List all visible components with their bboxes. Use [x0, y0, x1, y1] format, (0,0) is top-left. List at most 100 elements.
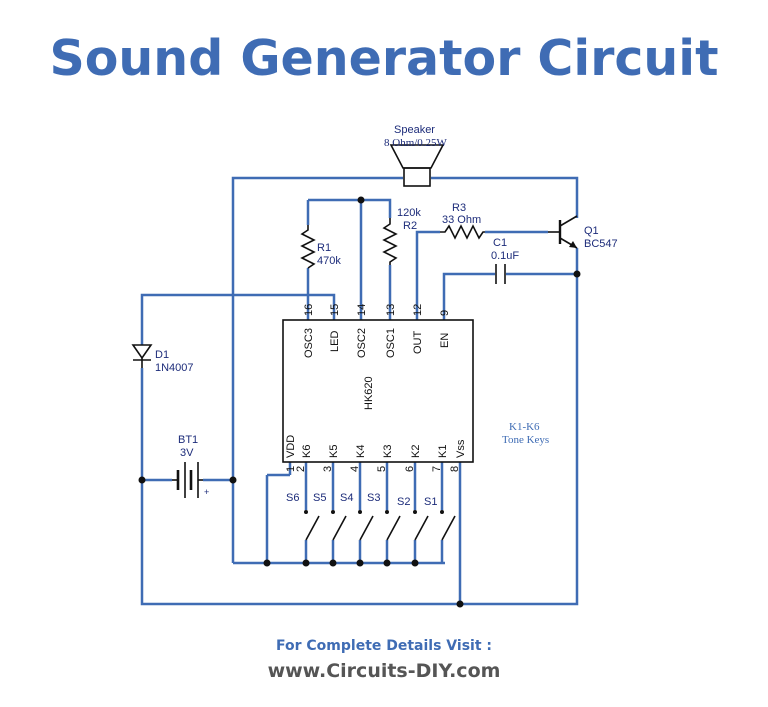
switch-s6 — [304, 510, 320, 541]
switch-lever — [359, 515, 374, 541]
ic-pin-num: 7 — [431, 466, 443, 472]
switch-lever — [332, 515, 347, 541]
bt1-battery — [172, 462, 203, 498]
page-title: Sound Generator Circuit — [49, 30, 719, 87]
junction-dot — [138, 476, 146, 484]
speaker-name: Speaker — [394, 124, 435, 136]
ic-pin-label: VDD — [285, 435, 297, 458]
wire-left-vdd-to-speaker — [231, 176, 403, 563]
junction-dot — [302, 559, 310, 567]
ic-pin-label: K6 — [301, 445, 313, 458]
switch-label-s4: S4 — [340, 492, 353, 504]
switch-label-s3: S3 — [367, 492, 380, 504]
r3-value: 33 Ohm — [442, 214, 481, 226]
q1-transistor — [548, 215, 578, 249]
ic-pin-label: K4 — [355, 445, 367, 458]
ic-pin-num: 9 — [439, 310, 451, 316]
ic-pin-label: K2 — [410, 445, 422, 458]
ic-pin-label: OUT — [412, 331, 424, 355]
footer-visit-text: For Complete Details Visit : — [276, 638, 492, 654]
d1-value: 1N4007 — [155, 362, 194, 374]
wire-emitter-ground-loop — [140, 248, 579, 606]
switch-label-s6: S6 — [286, 492, 299, 504]
c1-name: C1 — [493, 237, 507, 249]
ic-pin-num: 8 — [449, 466, 461, 472]
wires — [140, 176, 579, 606]
wire-en-to-c1 — [442, 272, 495, 320]
c1-value: 0.1uF — [491, 250, 519, 262]
junction-dot — [383, 559, 391, 567]
switch-s3 — [385, 510, 401, 541]
wire-led-to-d1 — [140, 293, 336, 345]
switch-s1 — [440, 510, 456, 541]
ic-pin-num: 1 — [285, 466, 297, 472]
bt1-plus-sign: + — [204, 487, 209, 497]
wire-r1-r2-top — [308, 198, 392, 218]
junction-dot — [456, 600, 464, 608]
speaker-rating: 8 Ohm/0.25W — [384, 137, 448, 149]
junction-dot — [263, 559, 271, 567]
switch-lever — [414, 515, 429, 541]
bt1-value: 3V — [180, 447, 194, 459]
switch-label-s2: S2 — [397, 496, 410, 508]
ic-pin-num: 13 — [385, 304, 397, 316]
r1-resistor — [300, 225, 316, 269]
ic-pin-num: 2 — [295, 466, 307, 472]
ic-pin-label: K3 — [382, 445, 394, 458]
junction-dot — [356, 559, 364, 567]
ic-top-pins: 16 OSC3 15 LED 14 OSC2 13 OSC1 12 OUT 9 … — [303, 304, 451, 358]
switch-label-s1: S1 — [424, 496, 437, 508]
r2-resistor — [382, 218, 398, 265]
ic-pin-label: K5 — [328, 445, 340, 458]
ic-pin-label: OSC3 — [303, 328, 315, 358]
wire-out-to-r3 — [415, 230, 440, 320]
ic-pin-label: EN — [439, 333, 451, 348]
switch-label-s5: S5 — [313, 492, 326, 504]
switch-lever — [441, 515, 456, 541]
r3-name: R3 — [452, 202, 466, 214]
ic-bottom-pins: VDD 1 K6 2 K5 3 K4 4 K3 5 K2 6 K1 7 Vss … — [285, 435, 467, 472]
junction-dot — [411, 559, 419, 567]
switch-s4 — [358, 510, 374, 541]
switch-s2 — [413, 510, 429, 541]
speaker-body — [403, 167, 431, 187]
ic-pin-num: 15 — [329, 304, 341, 316]
d1-name: D1 — [155, 349, 169, 361]
tone-key-switches — [304, 510, 456, 541]
ic-pin-label: K1 — [437, 445, 449, 458]
speaker-cone — [389, 144, 445, 169]
ic-body — [282, 319, 474, 463]
footer-website-link[interactable]: www.Circuits-DIY.com — [267, 660, 501, 682]
tone-keys-note-line2: Tone Keys — [502, 434, 549, 446]
switch-lever — [386, 515, 401, 541]
ic-pin-num: 12 — [412, 304, 424, 316]
ic-pin-label: Vss — [455, 439, 467, 458]
r1-value: 470k — [317, 255, 341, 267]
ic-pin-label: LED — [329, 331, 341, 352]
d1-triangle — [131, 344, 153, 360]
r1-name: R1 — [317, 242, 331, 254]
junctions — [138, 196, 581, 608]
ic-pin-label: OSC2 — [356, 328, 368, 358]
ic-pin-label: OSC1 — [385, 328, 397, 358]
ic-pin-num: 5 — [376, 466, 388, 472]
ic-pin-num: 3 — [322, 466, 334, 472]
junction-dot — [357, 196, 365, 204]
ic-name: HK620 — [363, 376, 375, 410]
q1-emitter-arrow — [569, 241, 577, 248]
tone-keys-note-line1: K1-K6 — [509, 421, 540, 433]
switch-s5 — [331, 510, 347, 541]
ic-pin-num: 16 — [303, 304, 315, 316]
junction-dot — [573, 270, 581, 278]
switch-lever — [305, 515, 320, 541]
d1-diode — [131, 344, 153, 368]
r3-resistor — [440, 224, 485, 240]
q1-name: Q1 — [584, 225, 599, 237]
speaker-symbol — [389, 144, 445, 187]
junction-dot — [329, 559, 337, 567]
q1-collector-lead — [559, 215, 578, 227]
bt1-name: BT1 — [178, 434, 198, 446]
r2-name: R2 — [403, 220, 417, 232]
q1-value: BC547 — [584, 238, 618, 250]
